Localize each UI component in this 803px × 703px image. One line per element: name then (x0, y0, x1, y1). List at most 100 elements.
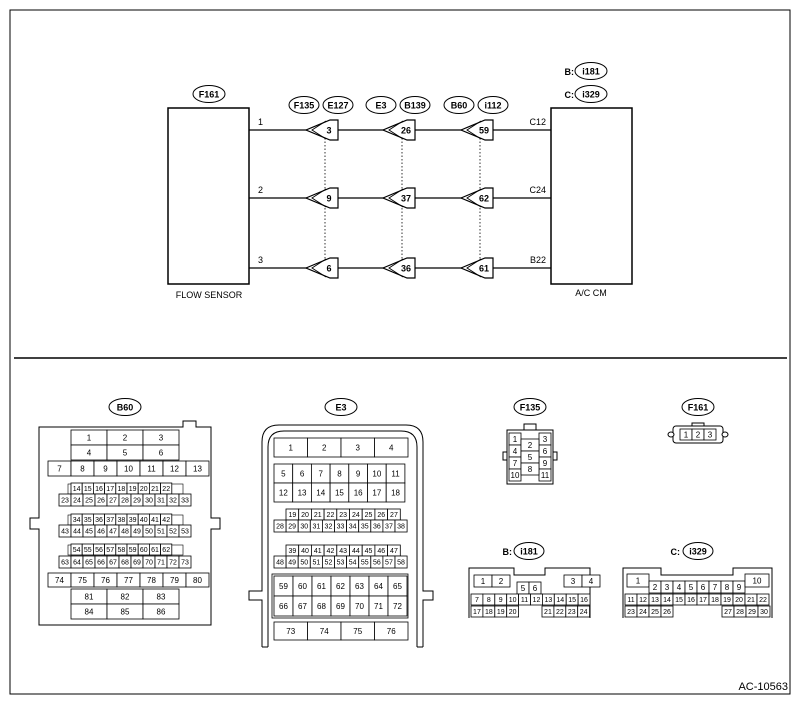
junction-connector-tag: B139 (399, 96, 431, 114)
junction-pin-number: 59 (479, 126, 489, 136)
terminal-number: 15 (675, 597, 683, 604)
terminal-number: 67 (109, 560, 117, 567)
terminal-number: 26 (377, 512, 385, 519)
connector-f161-tag (192, 85, 226, 103)
terminal-number: 13 (298, 488, 307, 497)
terminal-cell: 53 (178, 524, 192, 538)
terminal-cell: 68 (118, 555, 132, 569)
terminal-cell: 50 (142, 524, 156, 538)
terminal-number: 34 (349, 524, 357, 531)
terminal-cell: 15 (329, 482, 350, 503)
terminal-cell: 9 (348, 463, 368, 484)
connector-f161-tag: F161 (681, 398, 715, 416)
terminal-cell: 21 (310, 508, 325, 521)
terminal-number: 11 (541, 471, 550, 480)
terminal-cell: 48 (273, 555, 287, 569)
terminal-cell: 56 (370, 555, 384, 569)
terminal-number: 22 (327, 512, 335, 519)
terminal-number: 45 (365, 548, 373, 555)
svg-text:E3: E3 (335, 403, 346, 413)
terminal-cell: 27 (721, 605, 735, 618)
terminal-number: 83 (157, 592, 166, 601)
svg-text:E127: E127 (327, 101, 348, 111)
terminal-cell: 24 (349, 508, 363, 521)
junction-pin-number: 61 (479, 264, 489, 274)
terminal-cell: 60 (292, 575, 313, 597)
terminal-cell: 36 (370, 519, 384, 533)
terminal-number: 9 (737, 583, 742, 592)
terminal-number: 27 (390, 512, 398, 519)
terminal-cell: 2 (520, 438, 540, 452)
terminal-number: 33 (181, 498, 189, 505)
terminal-number: 2 (499, 577, 504, 586)
terminal-number: 19 (497, 609, 505, 616)
terminal-cell: 77 (116, 572, 141, 588)
terminal-number: 37 (385, 524, 393, 531)
terminal-number: 40 (301, 548, 309, 555)
terminal-cell: 16 (577, 593, 591, 606)
ac-cm-label: A/C CM (575, 288, 607, 298)
terminal-number: 51 (312, 560, 320, 567)
terminal-cell: 12 (636, 593, 650, 606)
terminal-number: 12 (279, 488, 288, 497)
terminal-number: 63 (61, 560, 69, 567)
terminal-number: 30 (145, 498, 153, 505)
terminal-cell: 55 (358, 555, 372, 569)
terminal-number: 77 (124, 576, 133, 585)
junction-terminal: 6 (304, 257, 339, 279)
terminal-number: 4 (389, 443, 394, 452)
terminal-number: 72 (169, 560, 177, 567)
terminal-number: 25 (651, 609, 659, 616)
terminal-number: 74 (55, 576, 64, 585)
terminal-number: 31 (312, 524, 320, 531)
ac-cm-box (550, 107, 633, 285)
terminal-number: 59 (129, 547, 137, 554)
terminal-cell: 43 (58, 524, 72, 538)
terminal-cell: 56 (93, 543, 106, 556)
terminal-cell: 8 (70, 460, 95, 477)
terminal-number: 7 (57, 464, 62, 473)
terminal-number: 38 (397, 524, 405, 531)
svg-text:E3: E3 (375, 101, 386, 111)
terminal-number: 44 (352, 548, 360, 555)
terminal-cell: 60 (137, 543, 150, 556)
terminal-cell: 9 (732, 580, 746, 594)
terminal-cell: 12 (273, 482, 294, 503)
terminal-cell: 23 (336, 508, 350, 521)
terminal-cell: 6 (696, 580, 710, 594)
terminal-cell: 39 (285, 544, 300, 557)
terminal-number: 44 (73, 529, 81, 536)
terminal-cell: 25 (82, 493, 96, 507)
terminal-cell: 15 (672, 593, 686, 606)
terminal-cell: 2 (691, 428, 705, 441)
terminal-cell: 18 (708, 593, 722, 606)
connector-f161-tag-text: F161 (199, 90, 220, 100)
terminal-number: 13 (651, 597, 659, 604)
terminal-cell: 36 (93, 513, 106, 526)
terminal-number: 11 (391, 469, 400, 478)
terminal-number: 79 (170, 576, 179, 585)
terminal-cell: 19 (285, 508, 300, 521)
terminal-number: 71 (157, 560, 165, 567)
terminal-cell: 83 (142, 588, 180, 605)
svg-text:B60: B60 (451, 101, 468, 111)
terminal-number: 14 (316, 488, 325, 497)
terminal-number: 35 (84, 517, 92, 524)
wire-left-pin: 1 (258, 117, 263, 127)
terminal-number: 9 (543, 459, 548, 468)
terminal-cell: 32 (321, 519, 335, 533)
terminal-number: 22 (162, 486, 170, 493)
terminal-number: 68 (121, 560, 129, 567)
terminal-number: 23 (61, 498, 69, 505)
terminal-number: 24 (352, 512, 360, 519)
terminal-cell: 16 (348, 482, 368, 503)
terminal-number: 58 (118, 547, 126, 554)
junction-connector-tag: E127 (322, 96, 354, 114)
terminal-cell: 55 (81, 543, 94, 556)
terminal-cell: 22 (160, 482, 173, 495)
terminal-number: 10 (511, 471, 520, 480)
